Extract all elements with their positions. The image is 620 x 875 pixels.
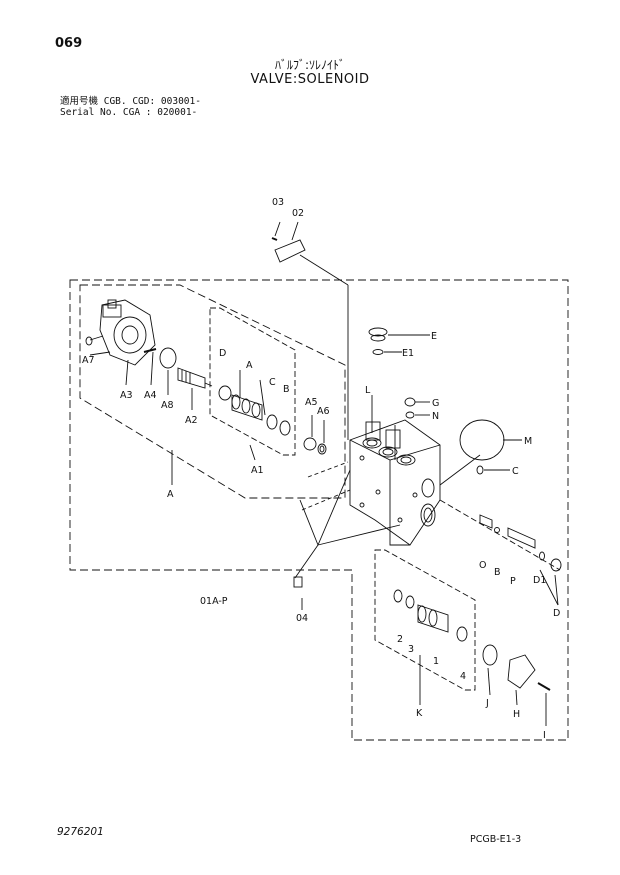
spool-a1	[231, 394, 263, 421]
solenoid-coil	[85, 299, 156, 366]
callout-p: P	[510, 576, 516, 587]
plunger-a2	[177, 367, 213, 389]
callout-d: D	[219, 348, 226, 359]
callout-d-right: D	[553, 608, 560, 619]
callout-c: C	[512, 466, 519, 477]
callout-b-inner: B	[283, 384, 290, 395]
callout-m: M	[524, 436, 532, 447]
callout-2: 2	[397, 634, 403, 645]
callout-i: I	[543, 730, 546, 741]
callout-1: 1	[433, 656, 439, 667]
callout-e: E	[431, 331, 437, 342]
serial-line-1: 適用号機 CGB. CGD: 003001-	[60, 96, 201, 107]
callout-a2: A2	[185, 415, 198, 426]
callout-c-inner: C	[269, 377, 276, 388]
boundary-main	[69, 279, 569, 741]
callout-a-outer: A	[167, 489, 174, 500]
callout-a4: A4	[144, 390, 157, 401]
callout-l: L	[365, 385, 371, 396]
title-japanese: ﾊﾞﾙﾌﾞ:ｿﾚﾉｲﾄﾞ	[274, 58, 346, 72]
page-number: 069	[55, 36, 83, 51]
callout-d1: D1	[533, 575, 546, 586]
callout-k: K	[416, 708, 423, 719]
valve-block	[349, 419, 441, 546]
callout-e1: E1	[402, 348, 414, 359]
figure-code: PCGB-E1-3	[470, 834, 522, 845]
callout-a-inner: A	[246, 360, 253, 371]
callout-a3: A3	[120, 390, 133, 401]
callout-a7: A7	[82, 355, 95, 366]
boundary-assy-k	[374, 549, 476, 691]
callout-a5: A5	[305, 397, 318, 408]
serial-info: 適用号機 CGB. CGD: 003001- Serial No. CGA : …	[60, 96, 201, 118]
callout-3: 3	[408, 644, 414, 655]
plate-02	[274, 239, 306, 263]
callout-j: J	[485, 698, 489, 709]
callout-a1: A1	[251, 465, 264, 476]
title-english: VALVE:SOLENOID	[250, 72, 370, 87]
callout-n: N	[432, 411, 439, 422]
callout-04: 04	[296, 613, 308, 624]
serial-line-2: Serial No. CGA : 020001-	[60, 107, 198, 118]
callout-g: G	[432, 398, 439, 409]
callout-4: 4	[460, 671, 466, 682]
callout-h: H	[513, 709, 520, 720]
callout-a8: A8	[161, 400, 174, 411]
boundary-assy-a1	[209, 307, 296, 456]
drawing-number: 9276201	[57, 826, 104, 838]
callout-a6: A6	[317, 406, 330, 417]
callout-o: O	[479, 560, 486, 571]
callout-b: B	[494, 567, 501, 578]
callout-01a-p: 01A-P	[200, 596, 228, 607]
callout-02: 02	[292, 208, 304, 219]
callout-03: 03	[272, 197, 284, 208]
boundary-assy-a	[79, 284, 346, 499]
